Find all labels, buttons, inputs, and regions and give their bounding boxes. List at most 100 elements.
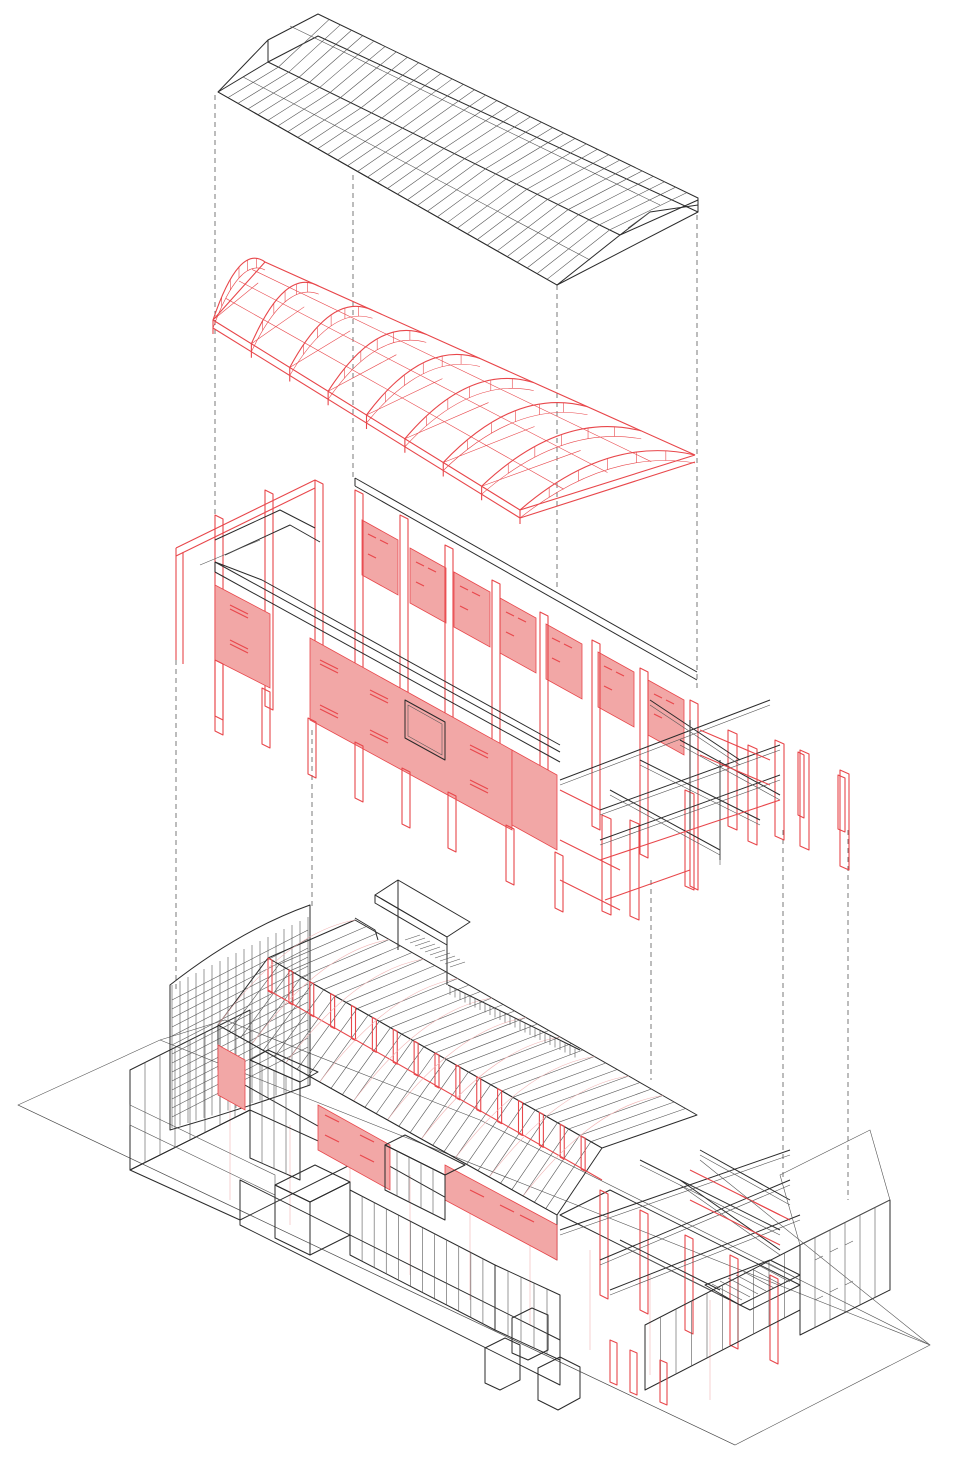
roof-railing [447,984,581,1051]
window-mark [505,631,515,637]
roof-rib [334,958,424,997]
roof-rib [296,1002,347,1070]
back-wall-parapet [354,477,698,673]
facade-detail [814,1255,824,1261]
roof-ghost-truss [455,1056,595,1159]
site-edge [159,1039,931,1346]
roof-rib [468,1036,561,1073]
roof-ghost-truss [488,1075,629,1178]
roof-rib [379,984,470,1022]
projection-guides [175,95,849,1200]
wing-steel-beam [699,1149,791,1201]
piloti-column [609,1339,618,1386]
roof-rib [377,100,497,184]
frame-steel-beam-edge [679,744,781,801]
roof-rib [447,138,576,223]
truss-arch-chord [289,315,373,376]
roof-rib [387,1052,436,1121]
clerestory-beam [267,989,603,1181]
roof-rib [523,1069,618,1104]
roof-rib [290,932,378,971]
truss-brace [443,426,535,463]
roof-rib [487,159,620,246]
roof-gable-right [556,234,621,286]
roof-rib [421,1071,469,1140]
truss-arch-chord [481,436,642,495]
window-mark [517,617,527,623]
back-column [639,667,649,859]
ground-glazing-band [239,1179,561,1386]
window-mark [427,567,437,573]
site-ground-plane [17,1019,931,1446]
screen-slat [171,974,309,1046]
roof-rib [356,971,447,1009]
roof-rib [488,1109,536,1178]
roof-rib [409,1065,458,1133]
roof-rib [579,1101,675,1136]
roof-rib [457,143,587,229]
front-column [354,741,364,803]
roof-rib [477,1103,525,1171]
window-mark [471,591,481,597]
window-mark [415,561,425,567]
roof-rib [466,1097,514,1165]
truss-arch-chord [251,291,319,352]
wing-steel-beam-edge [609,1219,801,1296]
roof-rib [342,1027,391,1095]
clerestory-post [288,969,294,1006]
roof-rib [501,1056,595,1092]
entrance-box-side [309,1181,351,1256]
clerestory-post [413,1040,419,1077]
wing-red-beam [739,1194,791,1221]
frame-column [629,819,640,921]
roof-rib [227,19,330,98]
roof-rib [557,1088,652,1123]
roof-rib [417,121,542,206]
end-beam [175,479,316,549]
roof-rib [455,1090,503,1159]
wing-steel-beam [609,1214,801,1291]
roof-rib [319,1014,369,1083]
frame-column [747,744,758,846]
screen-slat [171,992,309,1064]
roof-rib [477,154,609,240]
back-wall-panel [453,571,491,648]
roof-rib [317,67,430,150]
wing-steel-beam [599,1179,791,1261]
stair-tread [434,952,451,959]
facade-red-panel [317,1104,391,1191]
facade-red-panel [217,1044,246,1111]
frame-red-beam [599,799,781,861]
entrance-box [274,1184,311,1256]
window-mark [615,671,625,677]
frame-red-beam [559,839,621,871]
roof-rib [427,127,553,212]
front-window [369,733,389,744]
facade-tower-bay [249,1059,301,1181]
end-steel-beam [224,524,321,556]
roof-rib [479,1043,572,1079]
roof-rib [257,35,363,115]
wing-steel-beam [679,1179,781,1251]
roof-seam [289,25,661,206]
frame-steel-beam [609,789,721,851]
wing-steel-beam-edge [599,1184,791,1266]
roof-ghost-truss [217,919,356,1026]
front-column [214,659,224,721]
stair-tread [404,934,421,941]
end-steel-beam [214,509,316,541]
roof-rib [277,46,386,127]
roof-rib [401,997,492,1035]
front-window-large-inner [407,704,443,756]
screen-slat [171,1010,309,1082]
site-boundary [699,1159,931,1346]
roof-rib [308,1008,358,1076]
external-stair [704,1259,801,1306]
clerestory-post [392,1028,398,1065]
front-window [229,643,249,654]
window-mark [551,657,561,663]
front-window [469,783,489,794]
wing-steel-beam-edge [559,1154,791,1236]
front-window [469,779,489,790]
